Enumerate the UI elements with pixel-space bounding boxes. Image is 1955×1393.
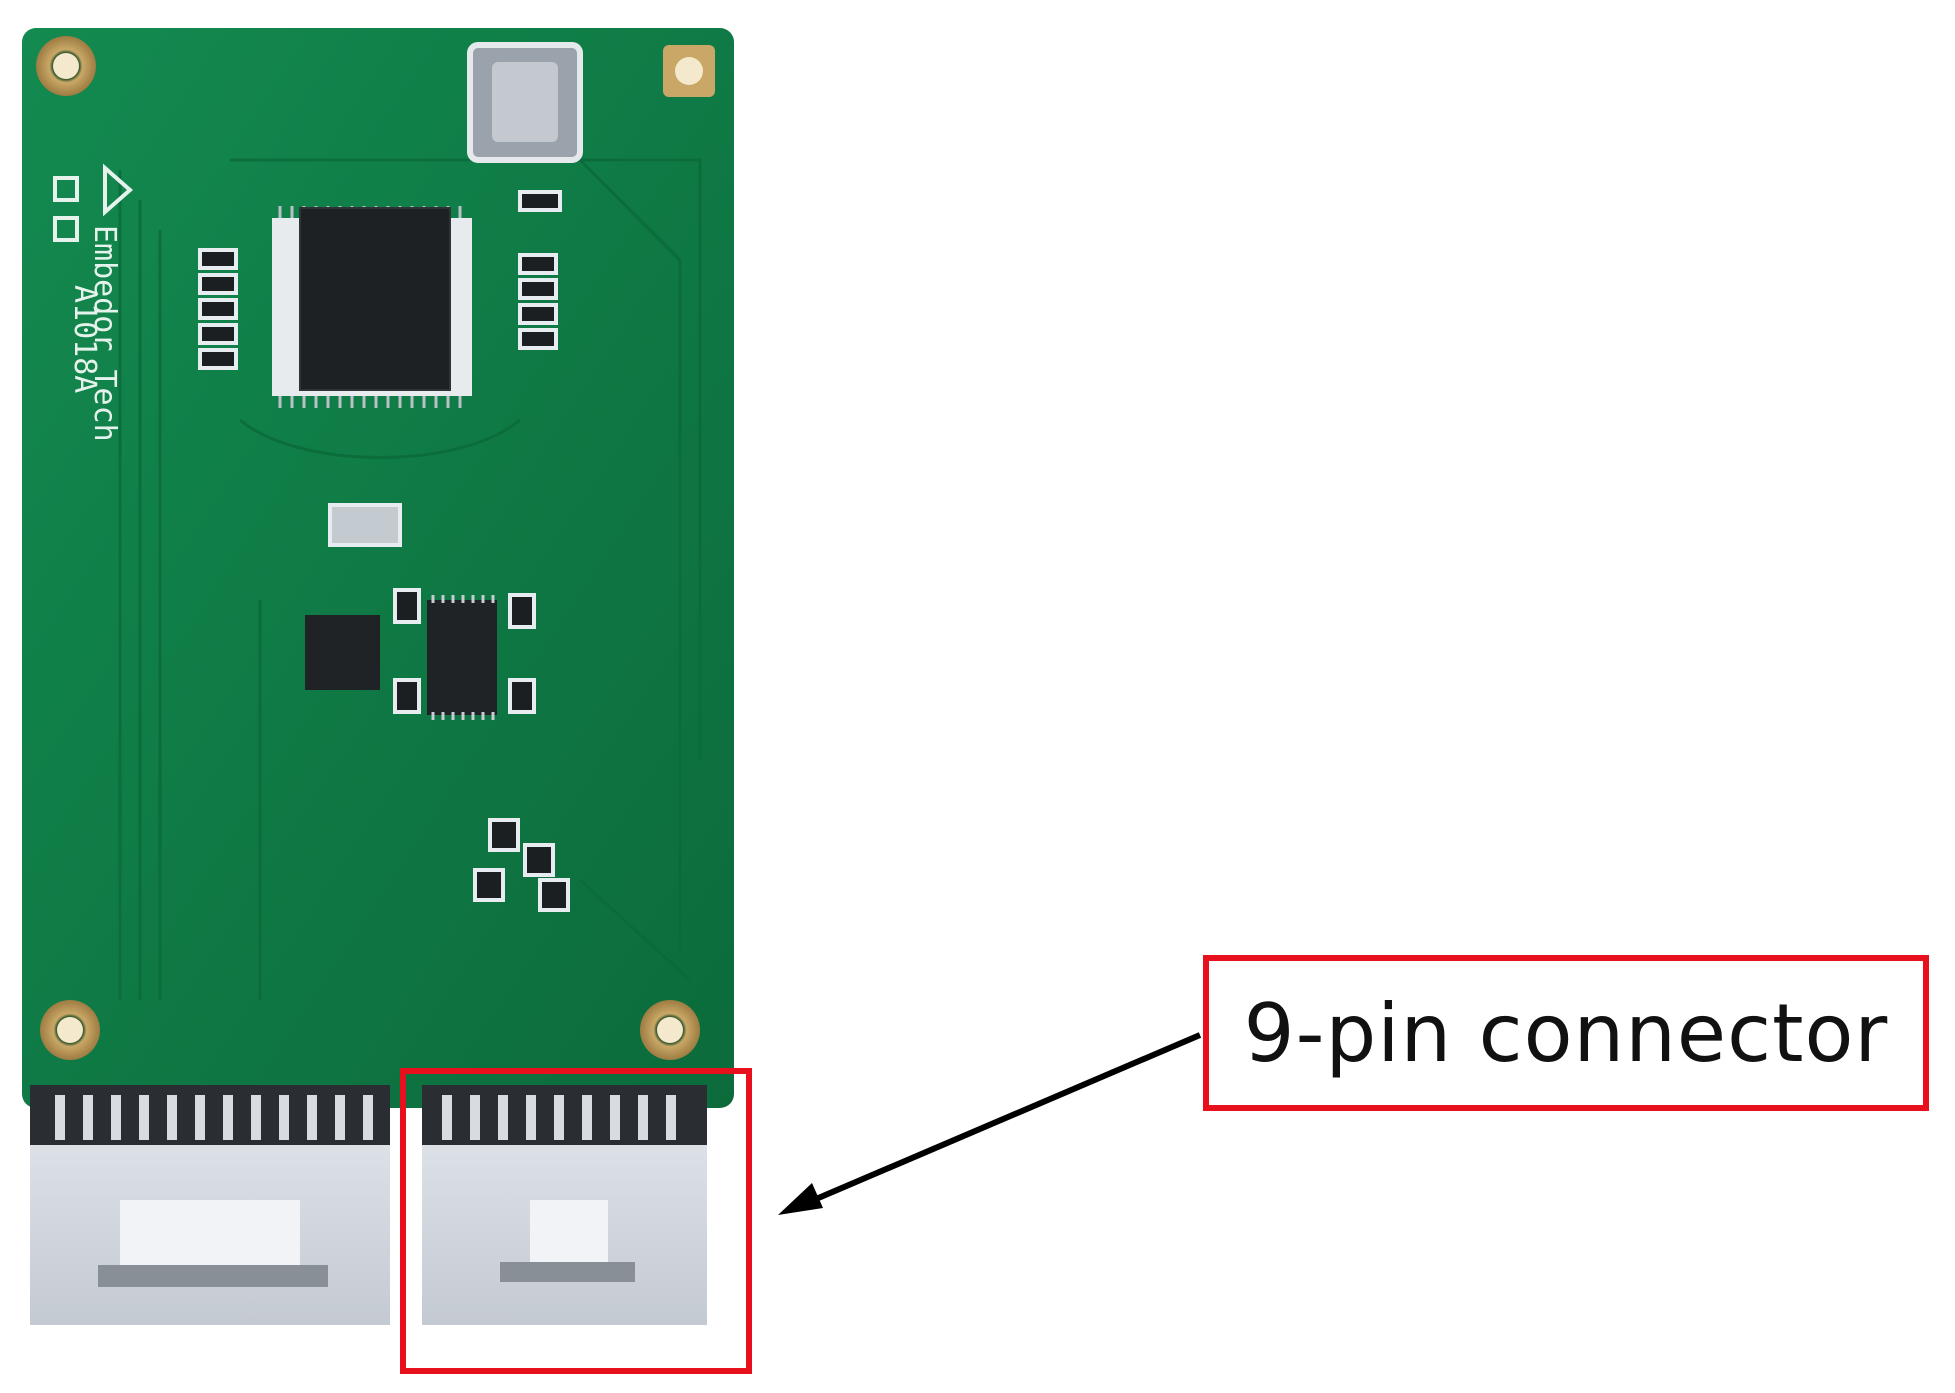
smd-components (198, 190, 562, 547)
lower-ics (305, 588, 570, 912)
annotation-label: 9-pin connector (1243, 986, 1889, 1080)
connector-highlight-box (400, 1068, 752, 1374)
silkscreen-line-2: A1018A (67, 285, 102, 393)
connector-12pin (30, 1085, 390, 1325)
pcb-traces (118, 138, 702, 1000)
silkscreen: Embedor Tech A1018A (67, 225, 122, 442)
silkscreen-logo (53, 163, 134, 242)
callout-arrow (778, 1032, 1202, 1215)
silkscreen-line-1: Embedor Tech (87, 225, 122, 442)
annotation-label-box: 9-pin connector (1203, 955, 1929, 1111)
connector-9pin (422, 1085, 707, 1325)
main-ic (272, 206, 472, 408)
